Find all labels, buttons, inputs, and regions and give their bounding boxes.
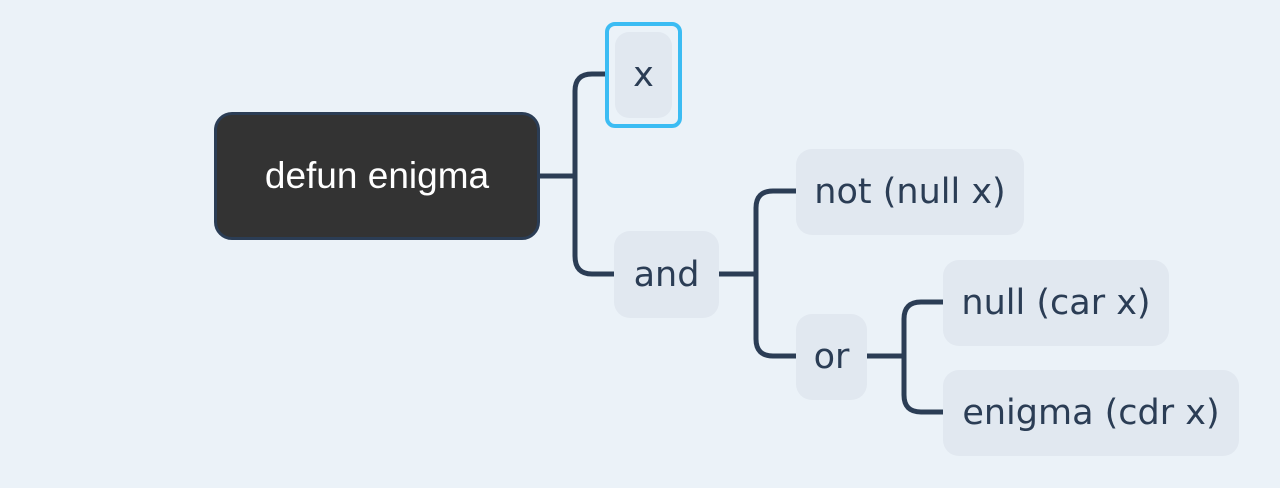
- connector-and-to-not: [753, 188, 799, 277]
- topic-or[interactable]: or: [796, 314, 867, 400]
- topic-not-null-x[interactable]: not (null x): [796, 149, 1024, 235]
- root-topic-defun-enigma[interactable]: defun enigma: [214, 112, 540, 240]
- topic-and-label: and: [633, 254, 700, 295]
- topic-enigma-cdr-x-label: enigma (cdr x): [962, 393, 1220, 433]
- topic-x-label: x: [633, 55, 654, 95]
- connector-and-to-or: [753, 271, 799, 359]
- topic-or-label: or: [813, 337, 850, 377]
- topic-null-car-x-label: null (car x): [961, 283, 1151, 323]
- connector-or-to-enigma: [901, 353, 946, 415]
- topic-and[interactable]: and: [614, 231, 719, 318]
- root-topic-label: defun enigma: [264, 155, 490, 196]
- topic-null-car-x[interactable]: null (car x): [943, 260, 1169, 346]
- connector-root-to-and: [572, 173, 617, 277]
- connector-or-to-null: [901, 299, 946, 359]
- topic-not-null-x-label: not (null x): [814, 172, 1006, 212]
- topic-x-selected[interactable]: x: [605, 22, 682, 128]
- topic-enigma-cdr-x[interactable]: enigma (cdr x): [943, 370, 1239, 456]
